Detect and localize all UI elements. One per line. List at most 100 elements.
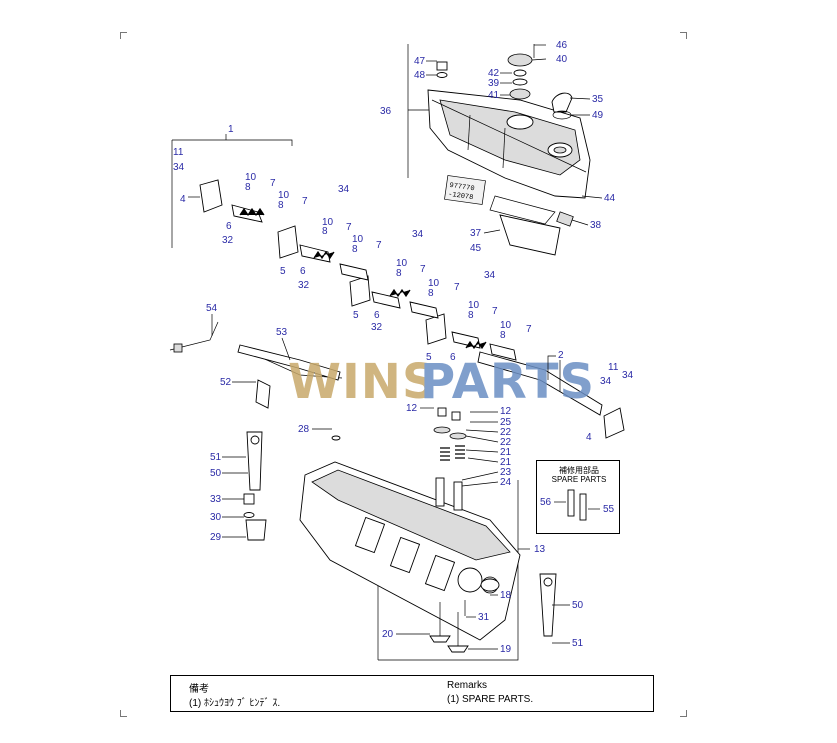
svg-text:52: 52 — [220, 377, 232, 388]
valve-guide-1 — [435, 477, 445, 507]
cover-bolt — [436, 61, 448, 71]
svg-text:10: 10 — [500, 320, 512, 331]
svg-text:-12078: -12078 — [448, 191, 474, 202]
svg-text:7: 7 — [454, 282, 460, 293]
svg-text:20: 20 — [382, 629, 394, 640]
valve-guide-2 — [453, 481, 463, 511]
svg-text:5: 5 — [280, 266, 286, 277]
crop-mark-bottom-right — [680, 710, 687, 717]
valve-cap-1 — [437, 407, 447, 417]
crop-mark-top-left — [120, 32, 127, 39]
valve-seat — [480, 578, 500, 592]
svg-text:51: 51 — [210, 452, 222, 463]
svg-text:38: 38 — [590, 220, 602, 231]
svg-text:34: 34 — [412, 229, 424, 240]
svg-text:10: 10 — [428, 278, 440, 289]
remarks-heading-jp: 備考 — [189, 684, 209, 695]
svg-text:11: 11 — [608, 362, 619, 373]
svg-text:55: 55 — [603, 504, 615, 515]
rocker-cover — [427, 89, 591, 199]
svg-text:21: 21 — [500, 457, 512, 468]
svg-text:5: 5 — [426, 352, 432, 363]
rocker-shaft — [477, 351, 603, 416]
breather-seal — [512, 78, 528, 86]
svg-text:42: 42 — [488, 68, 500, 79]
svg-text:8: 8 — [500, 330, 506, 341]
remarks-heading-en: Remarks — [447, 680, 488, 691]
breather-washer — [513, 69, 527, 77]
rocker-arms — [231, 204, 517, 361]
rocker-support-end — [603, 407, 625, 439]
svg-text:23: 23 — [500, 467, 512, 478]
spare-parts-title-jp: 補修用部品 — [559, 466, 599, 475]
cylinder-head — [299, 461, 521, 641]
spare-part-55 — [579, 493, 587, 521]
rocker-support-3 — [349, 275, 371, 307]
svg-text:6: 6 — [226, 221, 232, 232]
svg-text:48: 48 — [414, 70, 426, 81]
svg-text:10: 10 — [396, 258, 408, 269]
svg-text:18: 18 — [500, 590, 512, 601]
svg-text:46: 46 — [556, 40, 568, 51]
svg-text:35: 35 — [592, 94, 604, 105]
svg-text:34: 34 — [484, 270, 496, 281]
svg-text:7: 7 — [492, 306, 498, 317]
valve-cap-2 — [451, 411, 461, 421]
svg-text:8: 8 — [352, 244, 358, 255]
svg-text:7: 7 — [302, 196, 308, 207]
svg-text:19: 19 — [500, 644, 512, 655]
svg-text:54: 54 — [206, 303, 218, 314]
svg-text:22: 22 — [500, 427, 512, 438]
spare-part-56 — [567, 489, 575, 517]
svg-text:6: 6 — [450, 352, 456, 363]
svg-text:8: 8 — [428, 288, 434, 299]
svg-text:8: 8 — [396, 268, 402, 279]
svg-text:45: 45 — [470, 243, 482, 254]
svg-text:7: 7 — [376, 240, 382, 251]
svg-text:25: 25 — [500, 417, 512, 428]
svg-text:8: 8 — [468, 310, 474, 321]
svg-text:56: 56 — [540, 497, 552, 508]
svg-text:11: 11 — [173, 147, 184, 158]
svg-text:10: 10 — [468, 300, 480, 311]
svg-text:34: 34 — [600, 376, 612, 387]
svg-text:31: 31 — [478, 612, 490, 623]
svg-text:40: 40 — [556, 54, 568, 65]
svg-text:10: 10 — [322, 217, 334, 228]
svg-text:51: 51 — [572, 638, 584, 649]
svg-text:29: 29 — [210, 532, 222, 543]
spring-retainer-1 — [433, 426, 451, 434]
svg-text:28: 28 — [298, 424, 310, 435]
valve-springs — [440, 445, 465, 461]
plug-washer — [243, 512, 255, 518]
svg-text:44: 44 — [604, 193, 616, 204]
spring-retainer-2 — [449, 432, 467, 440]
rubber-grommet — [556, 211, 574, 227]
spare-parts-title-en: SPARE PARTS — [551, 475, 607, 484]
svg-text:10: 10 — [352, 234, 364, 245]
breather-plate — [507, 53, 533, 67]
svg-text:1: 1 — [228, 124, 234, 135]
valves — [429, 602, 469, 653]
cover-gasket — [489, 195, 556, 225]
breather-element — [509, 88, 531, 100]
rocker-support-1 — [199, 179, 223, 213]
crop-mark-bottom-left — [120, 710, 127, 717]
svg-text:30: 30 — [210, 512, 222, 523]
svg-text:977770: 977770 — [449, 182, 475, 193]
svg-text:32: 32 — [371, 322, 383, 333]
bracket-group-1 — [172, 139, 293, 146]
pipe-connector — [173, 343, 183, 353]
remarks-text-jp: (1) ﾎｼｭｳﾖｳ ﾌﾞ ﾋﾝﾃﾞ ｽ. — [189, 698, 281, 709]
svg-text:21: 21 — [500, 447, 512, 458]
svg-text:53: 53 — [276, 327, 288, 338]
svg-text:22: 22 — [500, 437, 512, 448]
svg-text:8: 8 — [245, 182, 251, 193]
svg-text:50: 50 — [572, 600, 584, 611]
svg-text:6: 6 — [374, 310, 380, 321]
svg-text:WINS: WINS — [288, 354, 438, 410]
svg-text:32: 32 — [298, 280, 310, 291]
svg-text:8: 8 — [322, 226, 328, 237]
bracket-group-13 — [378, 480, 519, 661]
